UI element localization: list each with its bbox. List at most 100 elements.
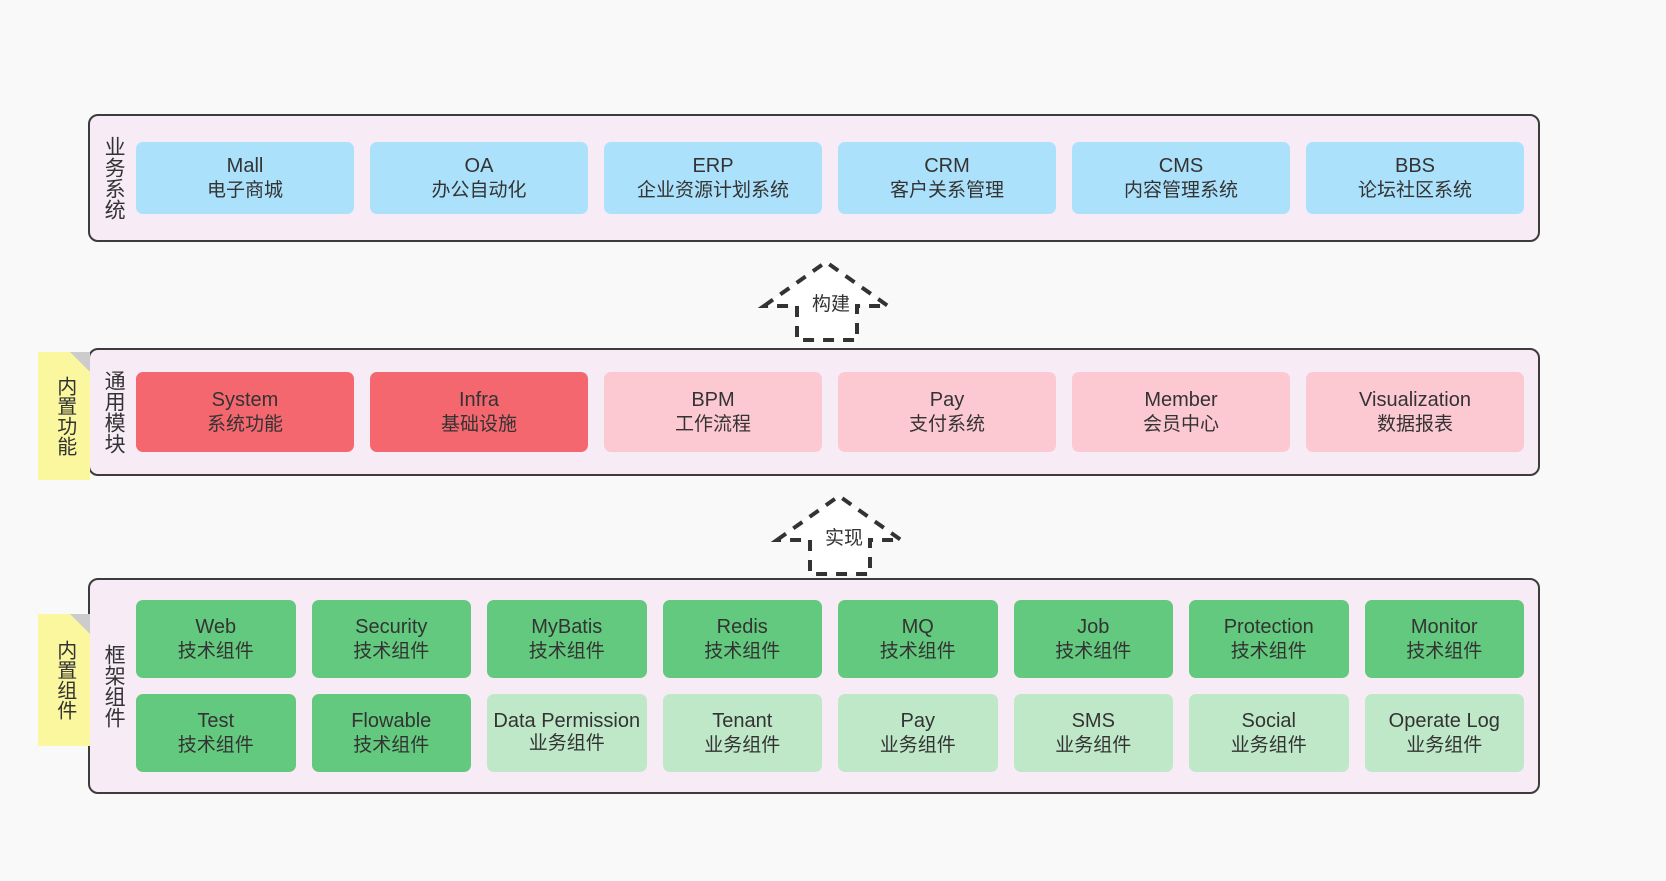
node-system-title: System <box>211 389 279 412</box>
node-job-title: Job <box>1077 616 1110 639</box>
node-system[interactable]: System 系统功能 <box>136 372 354 452</box>
node-sms-title: SMS <box>1071 710 1115 733</box>
node-member-title: Member <box>1144 389 1218 412</box>
sticky-note-builtin-function-label: 内置功能 <box>53 376 76 456</box>
node-erp-title: ERP <box>692 155 734 178</box>
node-redis[interactable]: Redis 技术组件 <box>662 600 822 678</box>
node-mall-title: Mall <box>226 155 264 178</box>
node-bbs-title: BBS <box>1394 155 1436 178</box>
node-pay-component[interactable]: Pay 业务组件 <box>838 694 998 772</box>
node-social-subtitle: 业务组件 <box>1230 734 1307 756</box>
node-mq[interactable]: MQ 技术组件 <box>838 600 998 678</box>
node-pay-module[interactable]: Pay 支付系统 <box>838 372 1056 452</box>
node-oa-subtitle: 办公自动化 <box>431 179 527 201</box>
layer-framework-component: 框架组件 Web 技术组件 Security 技术组件 MyBatis 技术组件… <box>88 578 1540 794</box>
node-test-title: Test <box>197 710 235 733</box>
node-mall-subtitle: 电子商城 <box>206 179 283 201</box>
node-tenant-subtitle: 业务组件 <box>704 734 781 756</box>
node-crm[interactable]: CRM 客户关系管理 <box>838 142 1056 214</box>
node-operate-log[interactable]: Operate Log 业务组件 <box>1364 694 1524 772</box>
layer-business-system-body: Mall 电子商城 OA 办公自动化 ERP 企业资源计划系统 CRM 客户关系… <box>136 116 1538 240</box>
node-erp[interactable]: ERP 企业资源计划系统 <box>604 142 822 214</box>
node-job-subtitle: 技术组件 <box>1055 640 1132 662</box>
node-web-subtitle: 技术组件 <box>177 640 254 662</box>
node-mall[interactable]: Mall 电子商城 <box>136 142 354 214</box>
node-mq-subtitle: 技术组件 <box>879 640 956 662</box>
node-infra[interactable]: Infra 基础设施 <box>370 372 588 452</box>
build-arrow-shape <box>757 259 895 342</box>
node-oa-title: OA <box>464 155 494 178</box>
node-member-subtitle: 会员中心 <box>1142 413 1219 435</box>
node-visualization-title: Visualization <box>1359 389 1471 412</box>
layer-common-module-body: System 系统功能 Infra 基础设施 BPM 工作流程 Pay 支付系统… <box>136 350 1538 474</box>
node-mybatis-subtitle: 技术组件 <box>528 640 605 662</box>
node-bpm-title: BPM <box>691 389 735 412</box>
layer-framework-component-caption: 框架组件 <box>102 644 126 728</box>
node-visualization[interactable]: Visualization 数据报表 <box>1306 372 1524 452</box>
node-bbs-subtitle: 论坛社区系统 <box>1357 179 1472 201</box>
build-arrow: 构建 <box>757 258 910 344</box>
node-pay-component-title: Pay <box>900 710 935 733</box>
node-sms-subtitle: 业务组件 <box>1055 734 1132 756</box>
node-bbs[interactable]: BBS 论坛社区系统 <box>1306 142 1524 214</box>
layer-common-module-caption: 通用模块 <box>102 370 126 454</box>
node-mq-title: MQ <box>901 616 934 639</box>
node-social-title: Social <box>1241 710 1296 733</box>
node-security[interactable]: Security 技术组件 <box>311 600 471 678</box>
node-crm-subtitle: 客户关系管理 <box>889 179 1004 201</box>
node-data-permission[interactable]: Data Permission 业务组件 <box>487 694 647 772</box>
node-pay-component-subtitle: 业务组件 <box>879 734 956 756</box>
node-monitor[interactable]: Monitor 技术组件 <box>1364 600 1524 678</box>
sticky-note-builtin-component: 内置组件 <box>38 614 90 746</box>
node-operate-log-title: Operate Log <box>1388 710 1500 733</box>
business-system-row: Mall 电子商城 OA 办公自动化 ERP 企业资源计划系统 CRM 客户关系… <box>136 142 1524 214</box>
node-test[interactable]: Test 技术组件 <box>136 694 296 772</box>
node-pay-module-subtitle: 支付系统 <box>908 413 985 435</box>
node-bpm[interactable]: BPM 工作流程 <box>604 372 822 452</box>
node-infra-subtitle: 基础设施 <box>440 413 517 435</box>
node-web-title: Web <box>195 616 237 639</box>
layer-common-module: 通用模块 System 系统功能 Infra 基础设施 BPM 工作流程 Pay <box>88 348 1540 476</box>
node-cms-title: CMS <box>1158 155 1204 178</box>
node-redis-subtitle: 技术组件 <box>704 640 781 662</box>
node-oa[interactable]: OA 办公自动化 <box>370 142 588 214</box>
node-data-permission-subtitle: 业务组件 <box>528 733 605 755</box>
node-protection-subtitle: 技术组件 <box>1230 640 1307 662</box>
layer-business-system: 业务系统 Mall 电子商城 OA 办公自动化 ERP 企业资源计划系统 CRM <box>88 114 1540 242</box>
node-pay-module-title: Pay <box>929 389 965 412</box>
sticky-note-builtin-component-label: 内置组件 <box>53 640 76 720</box>
node-visualization-subtitle: 数据报表 <box>1376 413 1453 435</box>
node-operate-log-subtitle: 业务组件 <box>1406 734 1483 756</box>
node-monitor-subtitle: 技术组件 <box>1406 640 1483 662</box>
node-crm-title: CRM <box>924 155 970 178</box>
node-bpm-subtitle: 工作流程 <box>674 413 751 435</box>
node-flowable-title: Flowable <box>351 710 432 733</box>
node-flowable[interactable]: Flowable 技术组件 <box>311 694 471 772</box>
node-cms-subtitle: 内容管理系统 <box>1123 179 1238 201</box>
node-monitor-title: Monitor <box>1410 616 1478 639</box>
node-infra-title: Infra <box>458 389 500 412</box>
node-redis-title: Redis <box>716 616 768 639</box>
node-web[interactable]: Web 技术组件 <box>136 600 296 678</box>
node-system-subtitle: 系统功能 <box>206 413 283 435</box>
node-cms[interactable]: CMS 内容管理系统 <box>1072 142 1290 214</box>
node-tenant[interactable]: Tenant 业务组件 <box>662 694 822 772</box>
implement-arrow-shape <box>770 493 908 576</box>
node-member[interactable]: Member 会员中心 <box>1072 372 1290 452</box>
node-security-subtitle: 技术组件 <box>353 640 430 662</box>
node-test-subtitle: 技术组件 <box>177 734 254 756</box>
node-social[interactable]: Social 业务组件 <box>1189 694 1349 772</box>
sticky-note-builtin-function: 内置功能 <box>38 352 90 480</box>
framework-tech-row: Web 技术组件 Security 技术组件 MyBatis 技术组件 Redi… <box>136 600 1524 678</box>
node-data-permission-title: Data Permission <box>493 710 641 733</box>
node-protection[interactable]: Protection 技术组件 <box>1189 600 1349 678</box>
node-sms[interactable]: SMS 业务组件 <box>1013 694 1173 772</box>
common-module-row: System 系统功能 Infra 基础设施 BPM 工作流程 Pay 支付系统… <box>136 372 1524 452</box>
layer-business-system-caption: 业务系统 <box>102 136 126 220</box>
framework-business-row: Test 技术组件 Flowable 技术组件 Data Permission … <box>136 694 1524 772</box>
node-flowable-subtitle: 技术组件 <box>353 734 430 756</box>
node-mybatis-title: MyBatis <box>531 616 603 639</box>
node-mybatis[interactable]: MyBatis 技术组件 <box>487 600 647 678</box>
node-job[interactable]: Job 技术组件 <box>1013 600 1173 678</box>
